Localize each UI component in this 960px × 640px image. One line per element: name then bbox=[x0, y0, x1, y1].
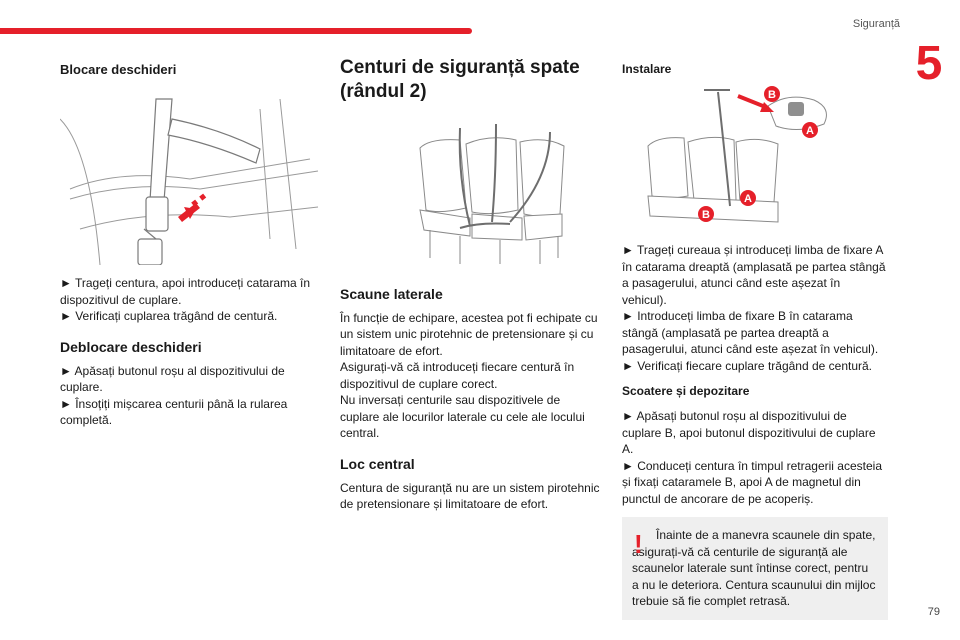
column-rear-belts: Centuri de siguranță spate (rândul 2) Sc… bbox=[340, 56, 602, 513]
side-text-2: Asigurați-vă că introduceți fiecare cent… bbox=[340, 360, 575, 391]
warning-icon: ! bbox=[634, 529, 643, 559]
side-text-3: Nu inversați centurile sau dispozitivele… bbox=[340, 393, 585, 440]
marker-a-top-label: A bbox=[806, 125, 814, 137]
install-step-2: ► Introduceți limba de fixare B în catar… bbox=[622, 309, 879, 356]
center-seat-text: Centura de siguranță nu are un sistem pi… bbox=[340, 480, 600, 512]
figure-rear-seats bbox=[400, 117, 602, 270]
figure-buckle-lock bbox=[60, 89, 322, 265]
unlock-steps: ► Apăsați butonul roșu al dispozitivului… bbox=[60, 363, 322, 429]
heading-rear-belts: Centuri de siguranță spate (rândul 2) bbox=[340, 57, 580, 102]
side-seats-text: În funcție de echipare, acestea pot fi e… bbox=[340, 310, 602, 442]
install-steps: ► Trageți cureaua și introduceți limba d… bbox=[622, 242, 888, 374]
marker-a-bottom-label: A bbox=[744, 193, 752, 205]
marker-b-bottom bbox=[698, 206, 714, 222]
heading-lock: Blocare deschideri bbox=[60, 62, 177, 77]
side-text-1: În funcție de echipare, acestea pot fi e… bbox=[340, 310, 598, 358]
warning-box: ! Înainte de a manevra scaunele din spat… bbox=[622, 517, 888, 620]
illustration-install: B A B A bbox=[647, 86, 827, 223]
header-accent-bar bbox=[0, 28, 472, 34]
lock-step-1: ► Trageți centura, apoi introduceți cata… bbox=[60, 276, 311, 307]
heading-unlock: Deblocare deschideri bbox=[60, 338, 202, 355]
unlock-step-2: ► Însoțiți mișcarea centurii până la rul… bbox=[60, 396, 288, 428]
heading-side-seats: Scaune laterale bbox=[340, 285, 443, 302]
marker-a-bottom bbox=[740, 190, 756, 206]
illustration-buckle-lock bbox=[60, 98, 319, 265]
remove-steps: ► Apăsați butonul roșu al dispozitivului… bbox=[622, 408, 888, 507]
warning-text: Înainte de a manevra scaunele din spate,… bbox=[632, 528, 876, 608]
heading-install: Instalare bbox=[622, 62, 672, 76]
unlock-step-1: ► Apăsați butonul roșu al dispozitivului… bbox=[60, 363, 285, 395]
chapter-number: 5 bbox=[915, 37, 943, 90]
lock-steps: ► Trageți centura, apoi introduceți cata… bbox=[60, 275, 322, 325]
heading-center-seat: Loc central bbox=[340, 455, 415, 472]
remove-step-2: ► Conduceți centura în timpul retragerii… bbox=[622, 458, 883, 506]
illustration-rear-seats bbox=[419, 123, 565, 264]
page-number: 79 bbox=[927, 606, 940, 618]
marker-a-top bbox=[802, 122, 818, 138]
column-lock: Blocare deschideri bbox=[60, 56, 322, 429]
marker-b-top-label: B bbox=[768, 89, 776, 101]
section-title: Siguranță bbox=[852, 18, 900, 30]
marker-b-top bbox=[764, 86, 780, 102]
column-install: Instalare B A bbox=[622, 56, 888, 620]
install-step-1: ► Trageți cureaua și introduceți limba d… bbox=[622, 243, 886, 307]
heading-remove: Scoatere și depozitare bbox=[622, 384, 750, 398]
marker-b-bottom-label: B bbox=[702, 209, 710, 221]
remove-step-1: ► Apăsați butonul roșu al dispozitivului… bbox=[622, 409, 876, 456]
install-step-3: ► Verificați fiecare cuplare trăgând de … bbox=[622, 358, 873, 373]
figure-install: B A B A bbox=[622, 86, 888, 226]
lock-step-2: ► Verificați cuplarea trăgând de centură… bbox=[60, 309, 278, 323]
